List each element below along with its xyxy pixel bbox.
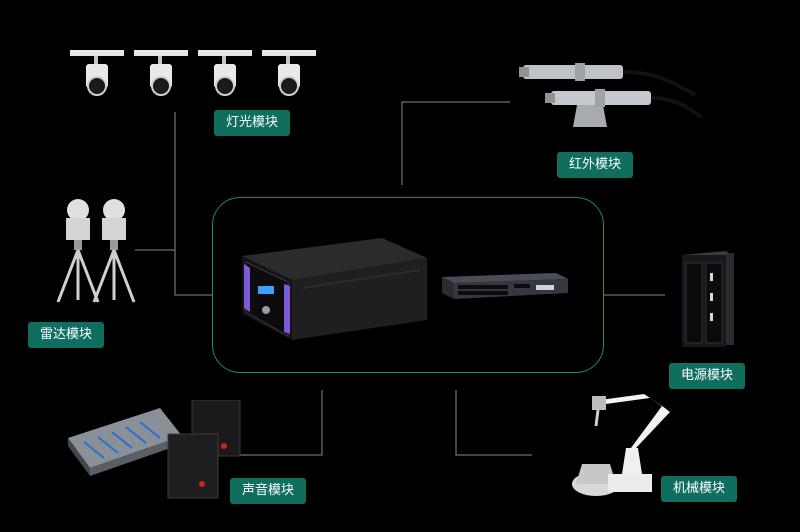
connector-mechanical: [455, 390, 532, 456]
label-power-module: 电源模块: [669, 363, 746, 389]
label-radar-module: 雷达模块: [28, 322, 105, 348]
network-switch-icon: [442, 273, 568, 299]
connector-lighting: [174, 112, 212, 296]
label-sound-module: 声音模块: [230, 478, 307, 504]
radar-tripod-icon: [56, 199, 136, 303]
label-lighting-module: 灯光模块: [214, 110, 291, 136]
connector-sound: [240, 390, 323, 456]
central-hub-frame: [212, 197, 604, 373]
power-cabinet-icon: [682, 251, 734, 347]
robot-arm-icon: [572, 394, 670, 496]
audio-mixer-speakers-icon: [68, 400, 241, 499]
connector-infrared: [401, 101, 510, 185]
infrared-sensor-icon: [519, 63, 703, 127]
label-infrared-module: 红外模块: [557, 152, 634, 178]
label-mechanical-module: 机械模块: [661, 476, 738, 502]
track-spotlights-icon: [70, 50, 316, 96]
rack-server-icon: [242, 238, 427, 340]
